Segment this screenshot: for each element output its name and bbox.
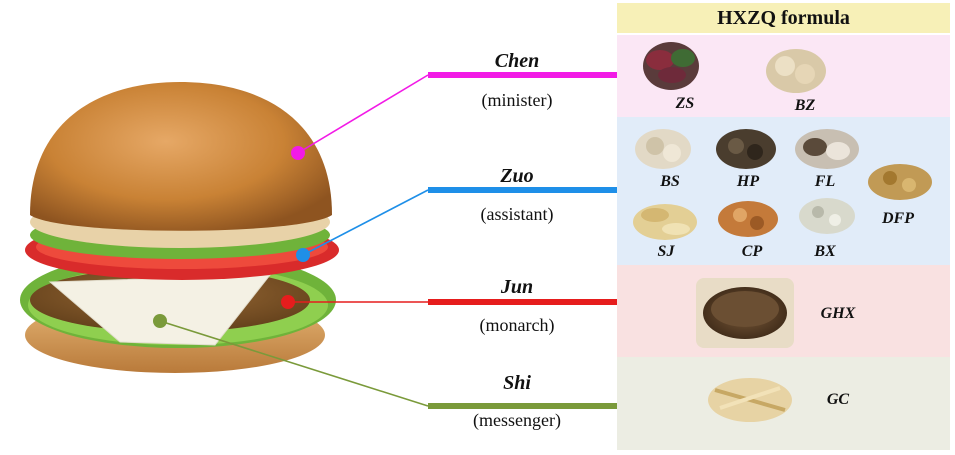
- role-zuo-name: Zuo: [500, 165, 534, 187]
- herb-hp-image: [716, 129, 776, 169]
- herb-bz-label: BZ: [794, 97, 816, 114]
- herb-bs-label: BS: [660, 173, 680, 190]
- herb-fl-image: [795, 129, 859, 169]
- herb-bs-image: [635, 129, 691, 169]
- herb-ghx-label: GHX: [820, 305, 856, 322]
- herb-zs-label: ZS: [675, 95, 695, 112]
- herb-sj-image: [633, 204, 697, 240]
- formula-title: HXZQ formula: [617, 3, 950, 33]
- herb-cp-image: [718, 201, 778, 237]
- herb-fl-label: FL: [814, 173, 836, 190]
- shi-connector: [153, 314, 617, 409]
- herb-bx-image: [799, 198, 855, 234]
- herb-zs-image: [643, 42, 699, 90]
- herb-cp-label: CP: [741, 243, 763, 260]
- herb-bx-label: BX: [814, 243, 836, 260]
- herb-gc-label: GC: [826, 391, 850, 408]
- role-jun-name: Jun: [500, 276, 534, 298]
- herb-gc-image: [708, 378, 792, 422]
- herb-sj-label: SJ: [657, 243, 675, 260]
- role-chen-name: Chen: [494, 50, 540, 72]
- burger-illustration: [20, 82, 339, 373]
- herb-ghx-image: [696, 278, 794, 348]
- herb-bz-image: [766, 49, 826, 93]
- role-chen-desc: (minister): [481, 90, 553, 110]
- role-shi-desc: (messenger): [473, 410, 561, 430]
- jun-connector: [281, 295, 617, 309]
- herb-dfp-label: DFP: [882, 210, 914, 227]
- role-jun-desc: (monarch): [479, 315, 555, 335]
- role-shi-name: Shi: [503, 372, 531, 394]
- top-bun: [30, 82, 332, 231]
- herb-dfp-image: [868, 164, 932, 200]
- chen-connector: [291, 72, 617, 160]
- zuo-connector: [296, 187, 617, 262]
- herb-hp-label: HP: [736, 173, 760, 190]
- role-zuo-desc: (assistant): [480, 204, 554, 224]
